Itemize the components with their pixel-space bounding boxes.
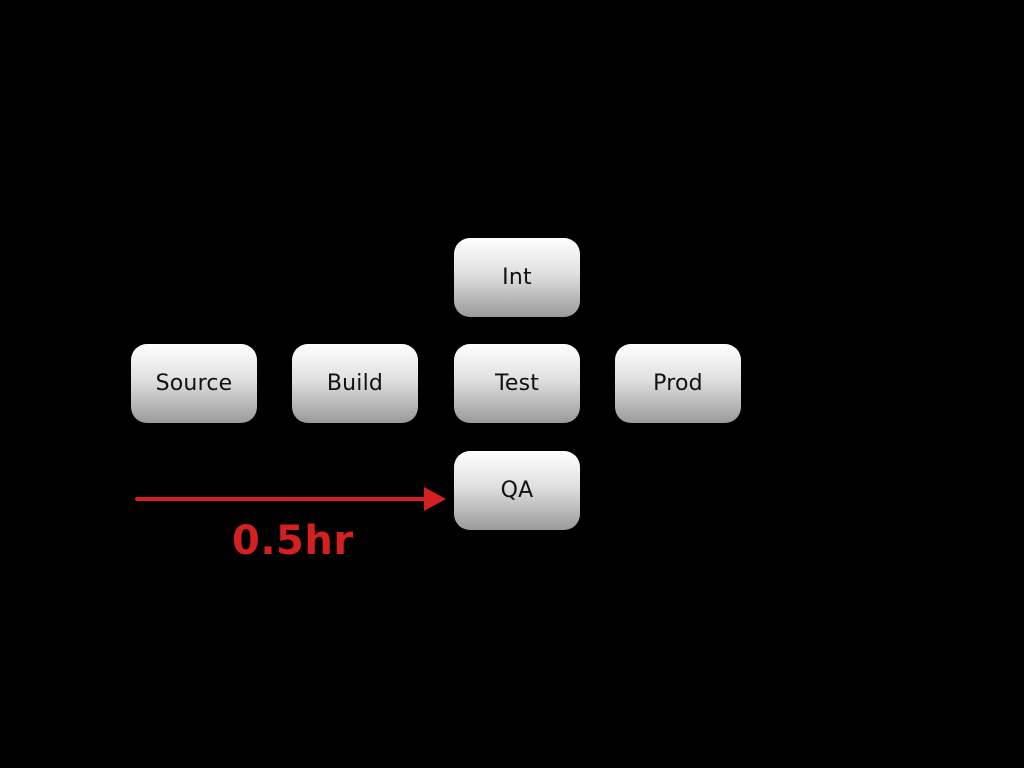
stage-prod-box: Prod <box>615 344 741 423</box>
stage-int-label: Int <box>502 265 532 290</box>
stage-source-box: Source <box>131 344 257 423</box>
stage-int-box: Int <box>454 238 580 317</box>
stage-build-box: Build <box>292 344 418 423</box>
stage-test-label: Test <box>494 371 540 396</box>
stage-qa-label: QA <box>500 478 534 503</box>
stage-build-label: Build <box>326 371 384 396</box>
duration-arrow-head <box>424 487 446 511</box>
stage-test-box: Test <box>454 344 580 423</box>
stage-prod-label: Prod <box>653 371 703 396</box>
stage-source-label: Source <box>155 371 233 396</box>
duration-label: 0.5hr <box>232 518 354 564</box>
stage-qa-box: QA <box>454 451 580 530</box>
